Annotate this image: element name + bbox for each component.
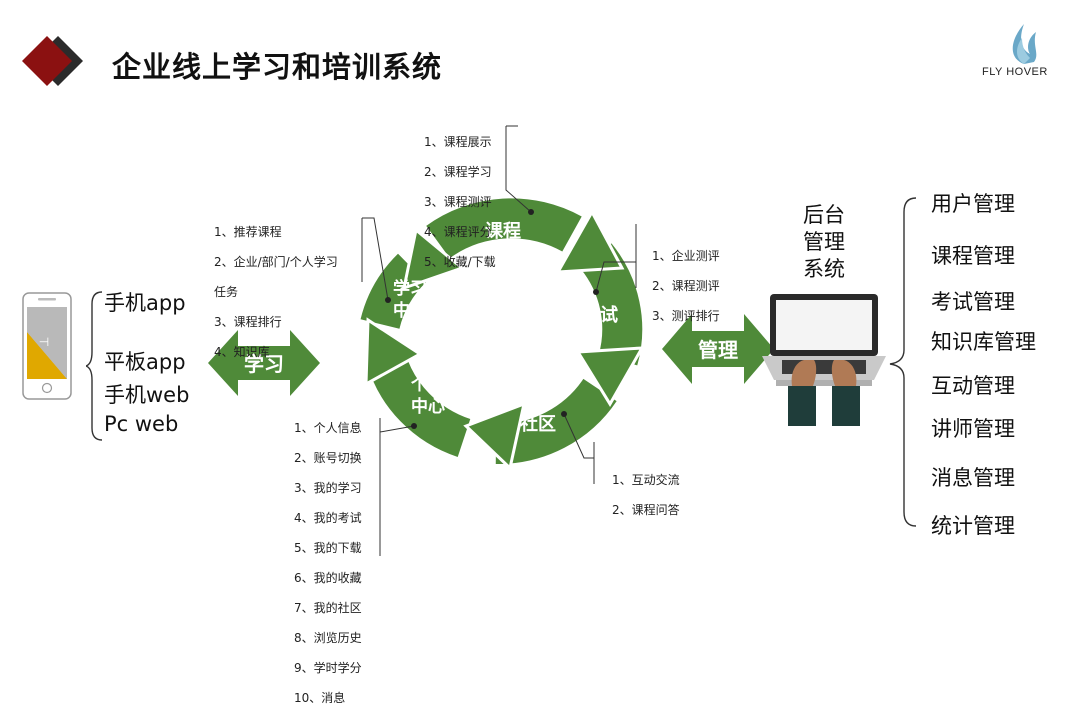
- list-item: 5、我的下载: [294, 541, 362, 555]
- list-item: 7、我的社区: [294, 601, 362, 615]
- list-item: 任务: [214, 285, 239, 299]
- list-item: 1、企业测评: [652, 249, 720, 263]
- list-item: 3、我的学习: [294, 481, 362, 495]
- cycle-label-personal-line2: 中心: [411, 396, 445, 417]
- cycle-label-learning-line2: 中心: [393, 300, 427, 321]
- list-item: 3、课程排行: [214, 315, 282, 329]
- learn-arrow-label: 学习: [244, 352, 284, 376]
- list-item: 8、浏览历史: [294, 631, 362, 645]
- mgmt-exam: 考试管理: [931, 290, 1015, 314]
- list-item: 4、课程评分: [424, 225, 492, 239]
- mgmt-knowledge: 知识库管理: [931, 330, 1036, 354]
- mgmt-lecturer: 讲师管理: [931, 417, 1015, 441]
- manage-arrow: 管理: [662, 314, 774, 384]
- list-item: 3、测评排行: [652, 309, 720, 323]
- cycle-label-community: 社区: [520, 413, 556, 435]
- page-title: 企业线上学习和培训系统: [112, 50, 443, 84]
- svg-text:⊣: ⊣: [39, 335, 49, 349]
- device-phone-app: 手机app: [104, 291, 186, 315]
- community-feature-list: 1、互动交流 2、课程问答: [612, 458, 680, 533]
- list-item: 1、推荐课程: [214, 225, 282, 239]
- list-item: 1、个人信息: [294, 421, 362, 435]
- device-phone-web: 手机web: [104, 383, 190, 407]
- cycle-arc-course: [426, 198, 582, 259]
- list-item: 2、课程学习: [424, 165, 492, 179]
- arrow-head-course: [555, 208, 625, 274]
- mgmt-user: 用户管理: [931, 192, 1015, 216]
- list-item: 1、互动交流: [612, 473, 680, 487]
- device-pc-web: Pc web: [104, 412, 179, 436]
- arrow-head-community: [463, 401, 527, 470]
- cycle-label-course: 课程: [485, 221, 521, 242]
- list-item: 9、学时学分: [294, 661, 362, 675]
- learning-center-feature-list: 1、推荐课程 2、企业/部门/个人学习 任务 3、课程排行 4、知识库: [214, 210, 338, 375]
- list-item: 3、课程测评: [424, 195, 492, 209]
- list-item: 6、我的收藏: [294, 571, 362, 585]
- list-item: 10、消息: [294, 691, 346, 705]
- cycle-label-personal-line1: 个人: [410, 374, 446, 395]
- learn-arrow: 学习: [208, 330, 320, 396]
- cycle-label-exam: 考试: [582, 304, 618, 326]
- mgmt-interaction: 互动管理: [931, 374, 1015, 398]
- personal-feature-list: 1、个人信息 2、账号切换 3、我的学习 4、我的考试 5、我的下载 6、我的收…: [294, 406, 362, 721]
- mgmt-message: 消息管理: [931, 466, 1015, 490]
- header-diamond-icon: [22, 36, 83, 86]
- arrow-head-exam: [575, 346, 645, 407]
- cycle-label-learning-line1: 学习: [393, 278, 427, 299]
- mgmt-course: 课程管理: [931, 244, 1015, 268]
- laptop-typing-icon: [762, 294, 886, 426]
- backend-system-title: 后台 管理 系统: [803, 203, 845, 281]
- manage-arrow-label: 管理: [698, 338, 738, 362]
- device-bracket: [86, 291, 103, 441]
- exam-feature-list: 1、企业测评 2、课程测评 3、测评排行: [652, 234, 720, 339]
- list-item: 2、课程测评: [652, 279, 720, 293]
- arrow-head-learning: [401, 227, 466, 291]
- mgmt-statistics: 统计管理: [931, 514, 1015, 538]
- cycle-diagram: 课程 考试 社区 个人 中心 学习 中心: [360, 198, 645, 470]
- course-feature-list: 1、课程展示 2、课程学习 3、课程测评 4、课程评分 5、收藏/下载: [424, 120, 496, 285]
- list-item: 5、收藏/下载: [424, 255, 496, 269]
- list-item: 2、账号切换: [294, 451, 362, 465]
- list-item: 2、企业/部门/个人学习: [214, 255, 338, 269]
- arrow-head-personal: [364, 317, 423, 387]
- phone-icon: ⊣: [22, 292, 72, 400]
- list-item: 4、我的考试: [294, 511, 362, 525]
- list-item: 2、课程问答: [612, 503, 680, 517]
- list-item: 4、知识库: [214, 345, 270, 359]
- device-tablet-app: 平板app: [104, 350, 186, 374]
- list-item: 1、课程展示: [424, 135, 492, 149]
- management-bracket: [889, 197, 917, 527]
- flame-logo-icon: [1012, 24, 1037, 64]
- logo-text: FLY HOVER: [982, 66, 1048, 78]
